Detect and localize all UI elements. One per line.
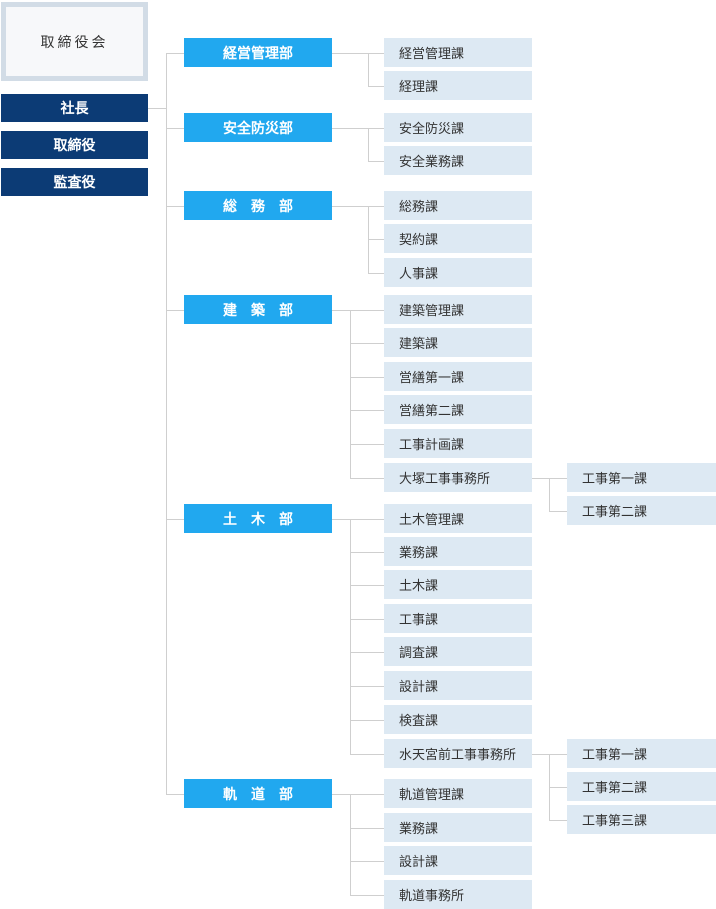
subsection-box: 工事第一課: [567, 463, 716, 492]
connector-line: [350, 618, 384, 620]
branch-line: [350, 518, 351, 755]
connector-line: [166, 793, 184, 795]
section-box: 調査課: [384, 637, 532, 666]
subsection-box: 工事第二課: [567, 496, 716, 525]
connector-line: [350, 376, 384, 378]
section-box: 業務課: [384, 537, 532, 566]
connector-line: [332, 309, 350, 311]
exec-auditor: 監査役: [1, 168, 148, 196]
connector-line: [350, 342, 384, 344]
section-box: 水天宮前工事事務所: [384, 739, 532, 768]
connector-line: [350, 793, 384, 795]
section-box: 大塚工事事務所: [384, 463, 532, 492]
connector-line: [166, 518, 184, 520]
connector-line: [368, 127, 384, 129]
branch-line: [549, 477, 550, 512]
connector-line: [549, 477, 567, 479]
branch-line: [350, 793, 351, 896]
department-box: 建 築 部: [184, 295, 332, 324]
section-box: 工事計画課: [384, 429, 532, 458]
section-box: 経営管理課: [384, 38, 532, 67]
connector-line: [532, 477, 549, 479]
section-box: 安全業務課: [384, 146, 532, 175]
connector-line: [332, 518, 350, 520]
connector-line: [332, 127, 368, 129]
connector-line: [166, 52, 184, 54]
connector-line: [368, 272, 384, 274]
connector-line: [549, 819, 567, 821]
section-box: 経理課: [384, 71, 532, 100]
connector-line: [350, 827, 384, 829]
section-box: 営繕第一課: [384, 362, 532, 391]
connector-line: [368, 52, 384, 54]
section-box: 工事課: [384, 604, 532, 633]
section-box: 設計課: [384, 846, 532, 875]
section-box: 契約課: [384, 224, 532, 253]
connector-line: [350, 719, 384, 721]
section-box: 軌道事務所: [384, 880, 532, 909]
section-box: 業務課: [384, 813, 532, 842]
section-box: 総務課: [384, 191, 532, 220]
connector-line: [166, 309, 184, 311]
connector-line: [350, 584, 384, 586]
connector-line: [368, 160, 384, 162]
connector-line: [368, 85, 384, 87]
connector-line: [549, 510, 567, 512]
connector-line: [332, 793, 350, 795]
branch-line: [368, 205, 369, 274]
section-box: 軌道管理課: [384, 779, 532, 808]
section-box: 土木課: [384, 570, 532, 599]
section-box: 建築課: [384, 328, 532, 357]
section-box: 検査課: [384, 705, 532, 734]
connector-line: [549, 786, 567, 788]
board-box: 取締役会: [1, 2, 148, 81]
department-box: 安全防災部: [184, 113, 332, 142]
department-box: 総 務 部: [184, 191, 332, 220]
connector-line: [166, 205, 184, 207]
trunk-line: [166, 52, 167, 795]
department-box: 土 木 部: [184, 504, 332, 533]
subsection-box: 工事第一課: [567, 739, 716, 768]
subsection-box: 工事第二課: [567, 772, 716, 801]
section-box: 設計課: [384, 671, 532, 700]
connector-line: [350, 685, 384, 687]
exec-president: 社長: [1, 94, 148, 122]
connector-line: [332, 52, 368, 54]
branch-line: [368, 52, 369, 87]
connector-line: [350, 309, 384, 311]
connector-line: [368, 238, 384, 240]
section-box: 営繕第二課: [384, 395, 532, 424]
section-box: 建築管理課: [384, 295, 532, 324]
connector-line: [350, 443, 384, 445]
connector-line: [532, 753, 549, 755]
section-box: 人事課: [384, 258, 532, 287]
branch-line: [350, 309, 351, 479]
connector-line: [350, 894, 384, 896]
connector-line: [350, 753, 384, 755]
connector-line: [332, 205, 368, 207]
subsection-box: 工事第三課: [567, 805, 716, 834]
connector-line: [350, 860, 384, 862]
department-box: 軌 道 部: [184, 779, 332, 808]
section-box: 土木管理課: [384, 504, 532, 533]
connector-line: [368, 205, 384, 207]
department-box: 経営管理部: [184, 38, 332, 67]
connector-line: [350, 477, 384, 479]
connector-line: [350, 551, 384, 553]
section-box: 安全防災課: [384, 113, 532, 142]
connector-line: [350, 409, 384, 411]
connector-line: [350, 518, 384, 520]
exec-director: 取締役: [1, 131, 148, 159]
connector-line: [350, 651, 384, 653]
connector-line: [166, 127, 184, 129]
connector-line: [549, 753, 567, 755]
branch-line: [368, 127, 369, 162]
connector-line: [148, 108, 166, 109]
